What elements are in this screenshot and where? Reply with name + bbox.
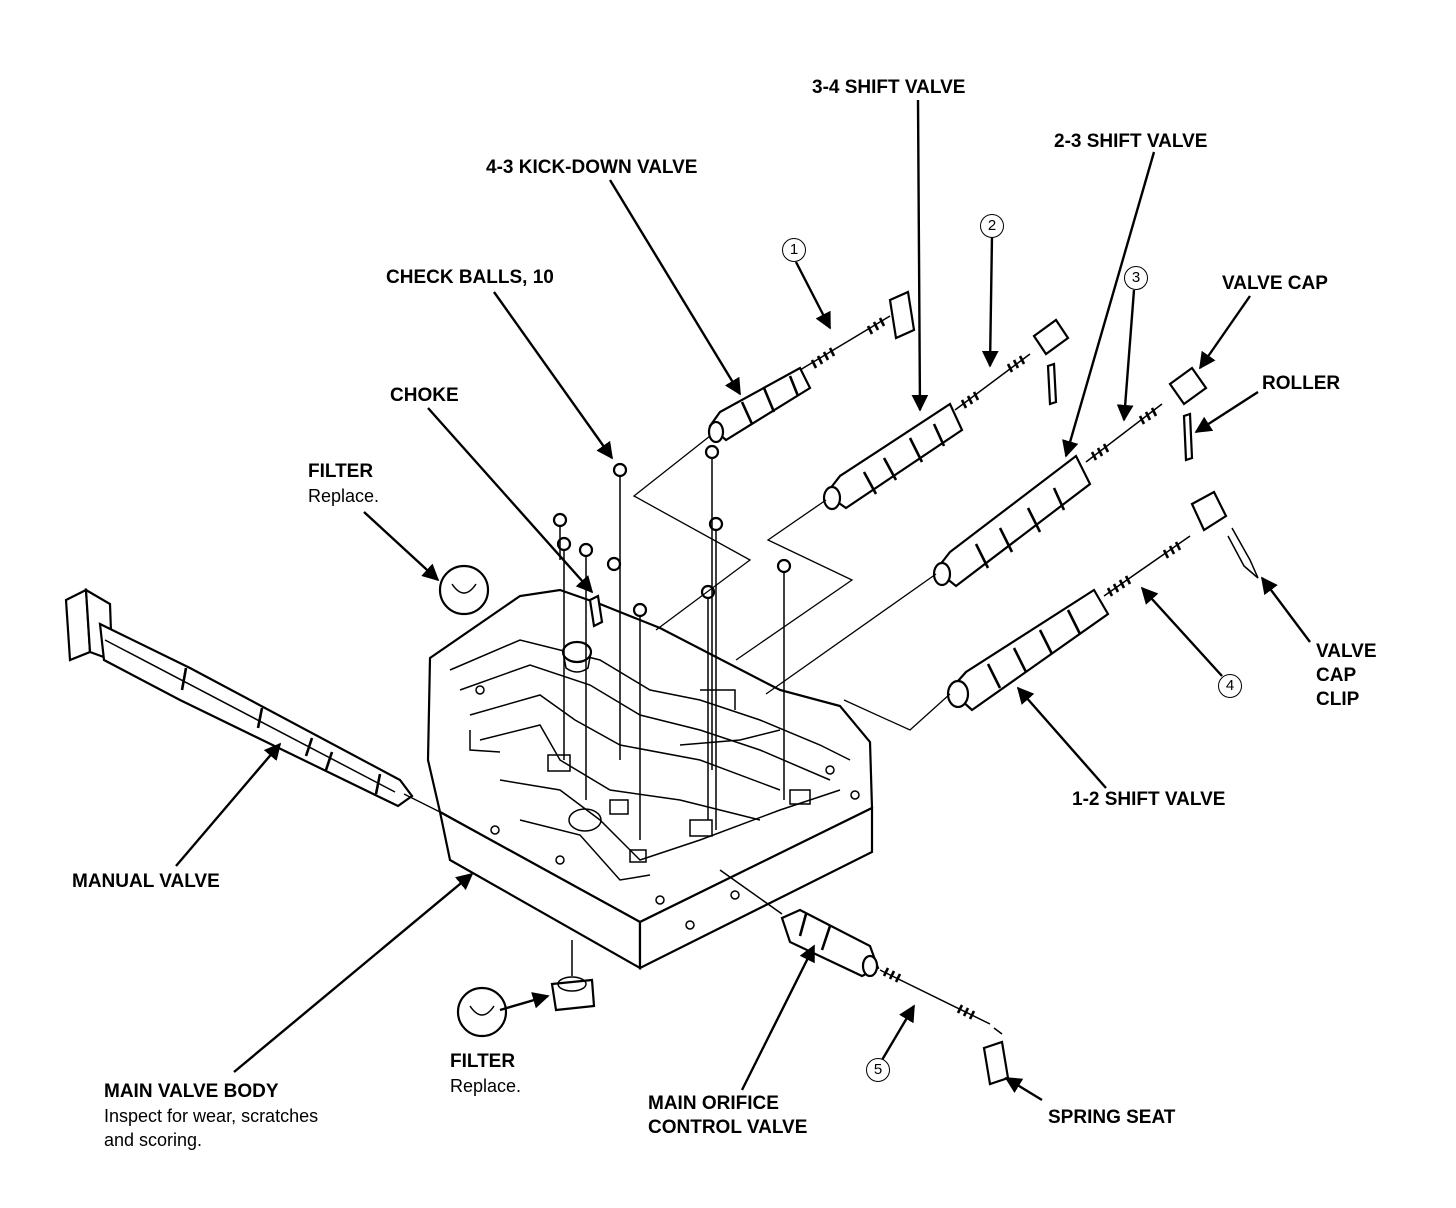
label-spring-seat: SPRING SEAT <box>1048 1107 1176 1128</box>
note-main-valve-body-1: Inspect for wear, scratches <box>104 1106 319 1126</box>
shift-valve-12-part <box>946 490 1259 712</box>
label-choke: CHOKE <box>390 385 459 406</box>
label-main-valve-body: MAIN VALVE BODY <box>104 1081 279 1102</box>
callout-5: 5 <box>866 1058 890 1082</box>
callout-3: 3 <box>1124 266 1148 290</box>
note-main-valve-body-2: and scoring. <box>104 1130 203 1150</box>
callout-2: 2 <box>980 214 1004 238</box>
label-manual-valve: MANUAL VALVE <box>72 871 220 892</box>
note-filter-bottom: Replace. <box>450 1076 522 1096</box>
callout-1: 1 <box>782 238 806 262</box>
shift-valve-34-part <box>822 318 1070 511</box>
label-filter-top: FILTER <box>308 461 374 482</box>
label-valve-cap-clip-2: CAP <box>1316 665 1357 686</box>
filter-bottom-part <box>456 940 596 1038</box>
label-main-orifice-1: MAIN ORIFICE <box>648 1093 779 1114</box>
label-4-3-kick-down-valve: 4-3 KICK-DOWN VALVE <box>486 157 698 178</box>
label-2-3-shift-valve: 2-3 SHIFT VALVE <box>1054 131 1208 152</box>
label-1-2-shift-valve: 1-2 SHIFT VALVE <box>1072 789 1226 810</box>
label-3-4-shift-valve: 3-4 SHIFT VALVE <box>812 77 966 98</box>
label-valve-cap-clip-3: CLIP <box>1316 689 1360 710</box>
label-filter-bottom: FILTER <box>450 1051 516 1072</box>
choke-part <box>588 594 604 628</box>
kickdown-valve-part <box>707 290 916 444</box>
assembly-lines <box>403 435 951 813</box>
label-check-balls: CHECK BALLS, 10 <box>386 267 554 288</box>
main-valve-body <box>426 588 874 970</box>
callout-4: 4 <box>1218 674 1242 698</box>
label-roller: ROLLER <box>1262 373 1341 394</box>
filter-top-part <box>438 564 593 673</box>
note-filter-top: Replace. <box>308 486 380 506</box>
leader-arrows <box>175 99 1311 1102</box>
label-main-orifice-2: CONTROL VALVE <box>648 1117 808 1138</box>
manual-valve-part <box>64 588 414 808</box>
check-balls-part <box>552 444 792 840</box>
label-valve-cap: VALVE CAP <box>1222 273 1328 294</box>
label-valve-cap-clip-1: VALVE <box>1316 641 1377 662</box>
shift-valve-23-part <box>932 366 1208 588</box>
